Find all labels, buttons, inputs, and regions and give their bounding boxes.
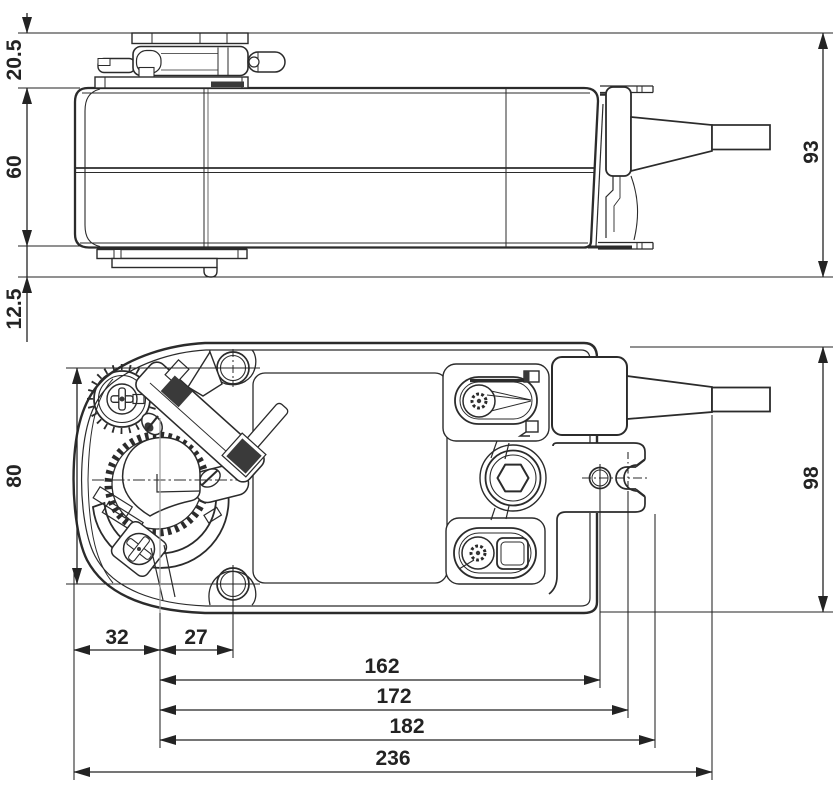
clamp-spacer [138, 66, 155, 79]
bolt-1-head [160, 375, 193, 408]
clamp-top-plate [131, 32, 249, 45]
adjustment-oval-bottom [453, 527, 537, 579]
dim-shaft-to-pilot: 162 [159, 655, 601, 685]
dim-overall-length: 236 [73, 747, 713, 777]
island-top [442, 363, 550, 442]
foot-plate-tick [113, 249, 122, 259]
pointer-lines [486, 390, 532, 412]
dim-label-12-5: 12.5 [3, 288, 26, 329]
dim-hole-spacing: 80 [3, 367, 82, 585]
dim-overall-depth: 98 [800, 346, 828, 613]
service-islands [442, 363, 550, 585]
extension-lines [18, 32, 833, 780]
bracket-profile-1 [605, 176, 614, 238]
side-view [73, 32, 771, 278]
dim-label-182: 182 [389, 715, 424, 738]
gland-block [605, 86, 632, 177]
gland-block-plan [551, 356, 628, 436]
dim-label-98: 98 [800, 466, 823, 490]
spring-hook-1 [92, 486, 134, 519]
dim-label-236: 236 [375, 747, 410, 770]
dimension-annotations: 20.5 60 12.5 93 80 98 32 [3, 13, 833, 780]
wheel-pointer [132, 393, 145, 405]
bolt-1-shaft [164, 359, 190, 385]
dim-label-172: 172 [376, 685, 411, 708]
clamp-left-hook-step [97, 58, 111, 66]
clamp-bolt-head [248, 56, 260, 68]
cable-plan [711, 386, 771, 413]
anti-kink-cone [630, 116, 713, 173]
torx-screw-bottom [461, 536, 495, 570]
dim-label-27: 27 [184, 626, 207, 649]
cable [711, 124, 771, 151]
clamp-base-plate [94, 76, 249, 89]
cable-gland-side [588, 85, 771, 250]
shaft-clamp-side [94, 32, 286, 89]
clamp-top-plate-ticks [151, 33, 228, 44]
arc-end-tab [203, 506, 223, 524]
dim-label-80: 80 [3, 464, 26, 487]
lever-strip-1 [150, 547, 164, 601]
bracket-pointed-tab [187, 350, 223, 397]
dim-overall-height: 93 [800, 32, 828, 278]
housing-outline [73, 86, 600, 249]
foot-hook [203, 267, 218, 278]
dim-label-162: 162 [364, 655, 399, 678]
plan-left-third-contour [87, 378, 114, 584]
anti-kink-cone-plan [626, 374, 713, 420]
dim-label-32: 32 [105, 626, 128, 649]
mounting-hole-bottom [208, 567, 257, 606]
clamp-base-dark-insert [211, 81, 244, 87]
center-recess-panel [252, 372, 448, 584]
torx-screw-top [462, 384, 496, 418]
rotation-direction-icon-a [523, 370, 540, 383]
square-port [496, 537, 529, 570]
clamp-body-lines [161, 47, 229, 75]
bracket-profile-3 [630, 175, 639, 241]
dim-shaft-to-hole: 27 [159, 626, 234, 655]
manual-release-hex [484, 449, 542, 507]
bolt-2-head [226, 438, 262, 474]
bracket-profile-2 [613, 176, 621, 232]
hex-socket-icon [496, 463, 530, 493]
endplate-edge [595, 103, 604, 247]
dim-label-93: 93 [800, 140, 823, 163]
foot-bracket-side [96, 247, 248, 278]
clamp-bolt-rod [247, 51, 286, 73]
universal-clamp [92, 350, 289, 601]
dim-body-height: 60 [3, 87, 32, 247]
bottom-mounting-tab [588, 241, 654, 250]
lever-strip-2 [163, 544, 176, 598]
foot-plate-2 [111, 257, 218, 269]
adjustment-oval-top [454, 376, 538, 425]
plan-view [72, 341, 771, 615]
dim-edge-to-shaft: 32 [73, 626, 161, 655]
rotation-direction-icon-b [517, 420, 539, 437]
dim-clamp-height: 20.5 [3, 13, 32, 80]
dim-label-60: 60 [3, 155, 26, 178]
dim-foot-depth: 12.5 [3, 246, 32, 342]
dim-label-20-5: 20.5 [3, 39, 26, 80]
clamp-center-body [121, 436, 201, 517]
dim-shaft-to-plate-edge: 182 [159, 715, 656, 745]
dim-shaft-to-slot: 172 [159, 685, 629, 715]
